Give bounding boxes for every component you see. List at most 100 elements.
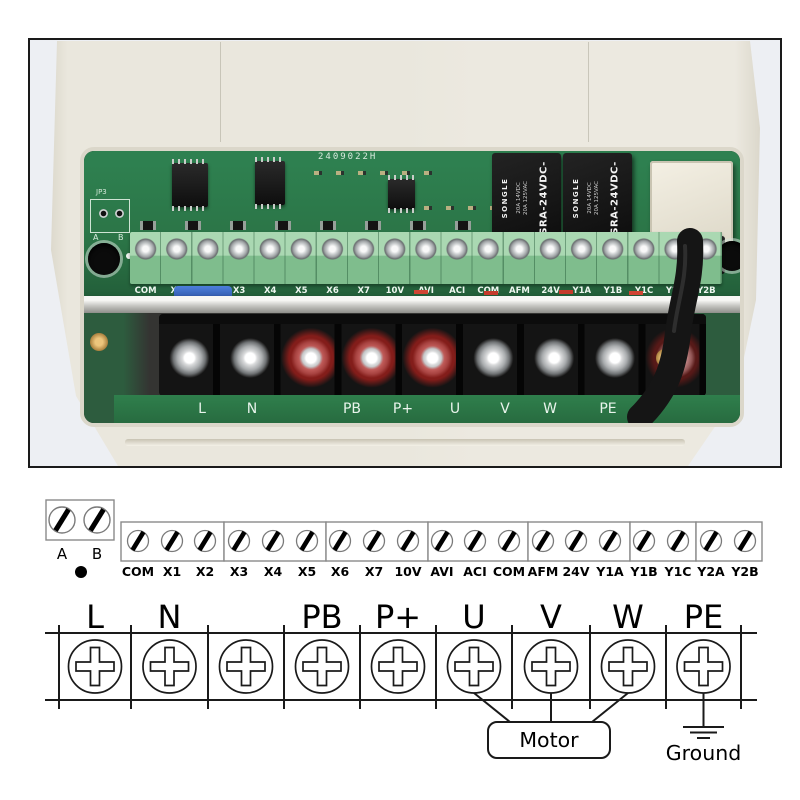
jp3-header <box>90 199 130 233</box>
wiring-diagram: A B COM X1 X2 X3 X4 X5 X6 <box>45 499 763 765</box>
screw-icon <box>84 507 110 533</box>
control-terminal-label: COM <box>122 564 154 579</box>
control-terminal-label: COM <box>477 286 500 296</box>
control-terminal-label: X4 <box>263 286 277 296</box>
power-terminal-block <box>159 314 706 396</box>
control-terminal-diagram: COM X1 X2 X3 X4 X5 X6 X7 10V AVI ACI COM… <box>120 521 763 579</box>
screw-icon <box>218 639 274 694</box>
control-terminal-label: COM <box>493 564 525 579</box>
chassis-screw-left <box>90 333 108 351</box>
terminal-dividers <box>130 232 722 284</box>
power-silkscreen: L N PB P+ U V W PE <box>84 395 740 423</box>
dip-ic <box>255 157 285 209</box>
motor-callout: Motor <box>473 692 629 759</box>
control-terminal-label: 10V <box>385 286 405 296</box>
power-terminal-label: PB <box>342 401 362 417</box>
control-terminal-label: Y1B <box>629 564 657 579</box>
dip-ic <box>172 159 208 211</box>
power-terminal-label: PE <box>684 598 724 636</box>
relay-rating: 20A 14VDC <box>587 182 593 214</box>
power-terminal-label: N <box>246 401 258 417</box>
relay-model: SRA-24VDC- <box>538 161 550 235</box>
mounting-hole-left <box>88 243 120 275</box>
power-terminal-dividers <box>159 314 706 396</box>
power-terminal-label: L <box>86 598 104 636</box>
control-terminal-label: X5 <box>295 286 308 296</box>
aux-terminal-block: A B <box>45 499 115 578</box>
control-terminal-label: ACI <box>449 286 466 296</box>
control-terminal-label: Y1A <box>572 286 592 296</box>
power-terminal-label: P+ <box>392 401 414 417</box>
relay-1: SONGLE 20A 14VDC 20A 125VAC SRA-24VDC- <box>492 153 561 243</box>
control-terminal-label: X3 <box>232 286 246 296</box>
ground-callout: Ground <box>666 693 741 765</box>
power-terminal-label: U <box>449 401 461 417</box>
control-terminal-strip <box>130 232 722 284</box>
power-terminal-label: V <box>500 401 510 417</box>
pcb-edge-bar <box>84 296 740 313</box>
screw-icon <box>676 639 731 694</box>
jp3-silkscreen: JP3 <box>96 188 107 196</box>
control-terminal-label: Y2B <box>730 564 758 579</box>
control-terminal-label: AFM <box>509 286 530 296</box>
control-terminal-label: X7 <box>365 564 383 579</box>
pad-b-label: B <box>118 233 124 242</box>
power-terminal-label: U <box>462 598 485 636</box>
screw-icon <box>446 639 502 694</box>
lid-seam <box>220 42 221 142</box>
relay-rating: 20A 125VAC <box>594 181 600 215</box>
pad-b <box>115 209 124 218</box>
power-terminal-label: V <box>540 598 562 636</box>
power-terminal-label: W <box>543 401 557 417</box>
control-terminal-label: X1 <box>163 564 181 579</box>
control-terminal-label: AVI <box>430 564 453 579</box>
relay-model: SRA-24VDC- <box>609 161 621 235</box>
power-terminal-clamp <box>159 314 706 324</box>
relay-rating: 20A 14VDC <box>516 182 522 214</box>
screw-icon <box>142 639 197 694</box>
control-terminal-label: 24V <box>541 286 560 296</box>
terminal-screws <box>130 235 722 263</box>
soic-ic <box>388 175 415 213</box>
diode-row <box>140 221 500 230</box>
relay-brand: SONGLE <box>501 177 509 219</box>
screw-icon <box>294 639 350 694</box>
pcb-marking: 2409022H <box>318 152 378 162</box>
control-terminal-label: X2 <box>196 564 214 579</box>
control-terminal-label: Y1C <box>664 564 692 579</box>
control-terminal-label: ACI <box>463 564 487 579</box>
terminal-compartment: 2409022H JP3 A B <box>80 147 744 427</box>
lid-seam <box>588 42 589 142</box>
pad-a-label: A <box>93 233 99 242</box>
control-terminal-label: Y2B <box>697 286 716 296</box>
power-terminal-label: W <box>612 598 644 636</box>
screw-icon <box>67 639 123 694</box>
screw-icon <box>49 507 75 533</box>
power-terminal-label: PE <box>599 401 617 417</box>
control-terminal-label: 10V <box>394 564 421 579</box>
red-silkscreen-marks <box>414 290 428 294</box>
power-terminal-diagram: L N PB P+ U V W PE <box>45 598 757 709</box>
ground-label: Ground <box>666 741 741 765</box>
control-terminal-label: X6 <box>331 564 350 579</box>
power-terminal-label: L <box>198 401 206 417</box>
vfd-photo: 2409022H JP3 A B <box>28 38 782 468</box>
pad-a <box>99 209 108 218</box>
aux-terminal-label: B <box>92 545 102 563</box>
smd-components <box>424 206 514 210</box>
screw-icon <box>600 639 656 694</box>
chassis-screw-right <box>656 349 674 367</box>
relay-brand: SONGLE <box>572 177 580 219</box>
enclosure-lip-groove <box>125 439 685 446</box>
control-terminal-label: X7 <box>357 286 370 296</box>
control-terminal-label: Y1B <box>603 286 623 296</box>
smd-components <box>314 171 434 175</box>
silkscreen-dot <box>126 253 132 259</box>
control-terminal-label: Y1A <box>595 564 624 579</box>
screw-icon <box>370 639 426 694</box>
aux-terminal-label: A <box>57 545 68 563</box>
control-terminal-label: X5 <box>298 564 316 579</box>
relay-rating: 20A 125VAC <box>523 181 529 215</box>
indicator-dot <box>75 566 87 578</box>
